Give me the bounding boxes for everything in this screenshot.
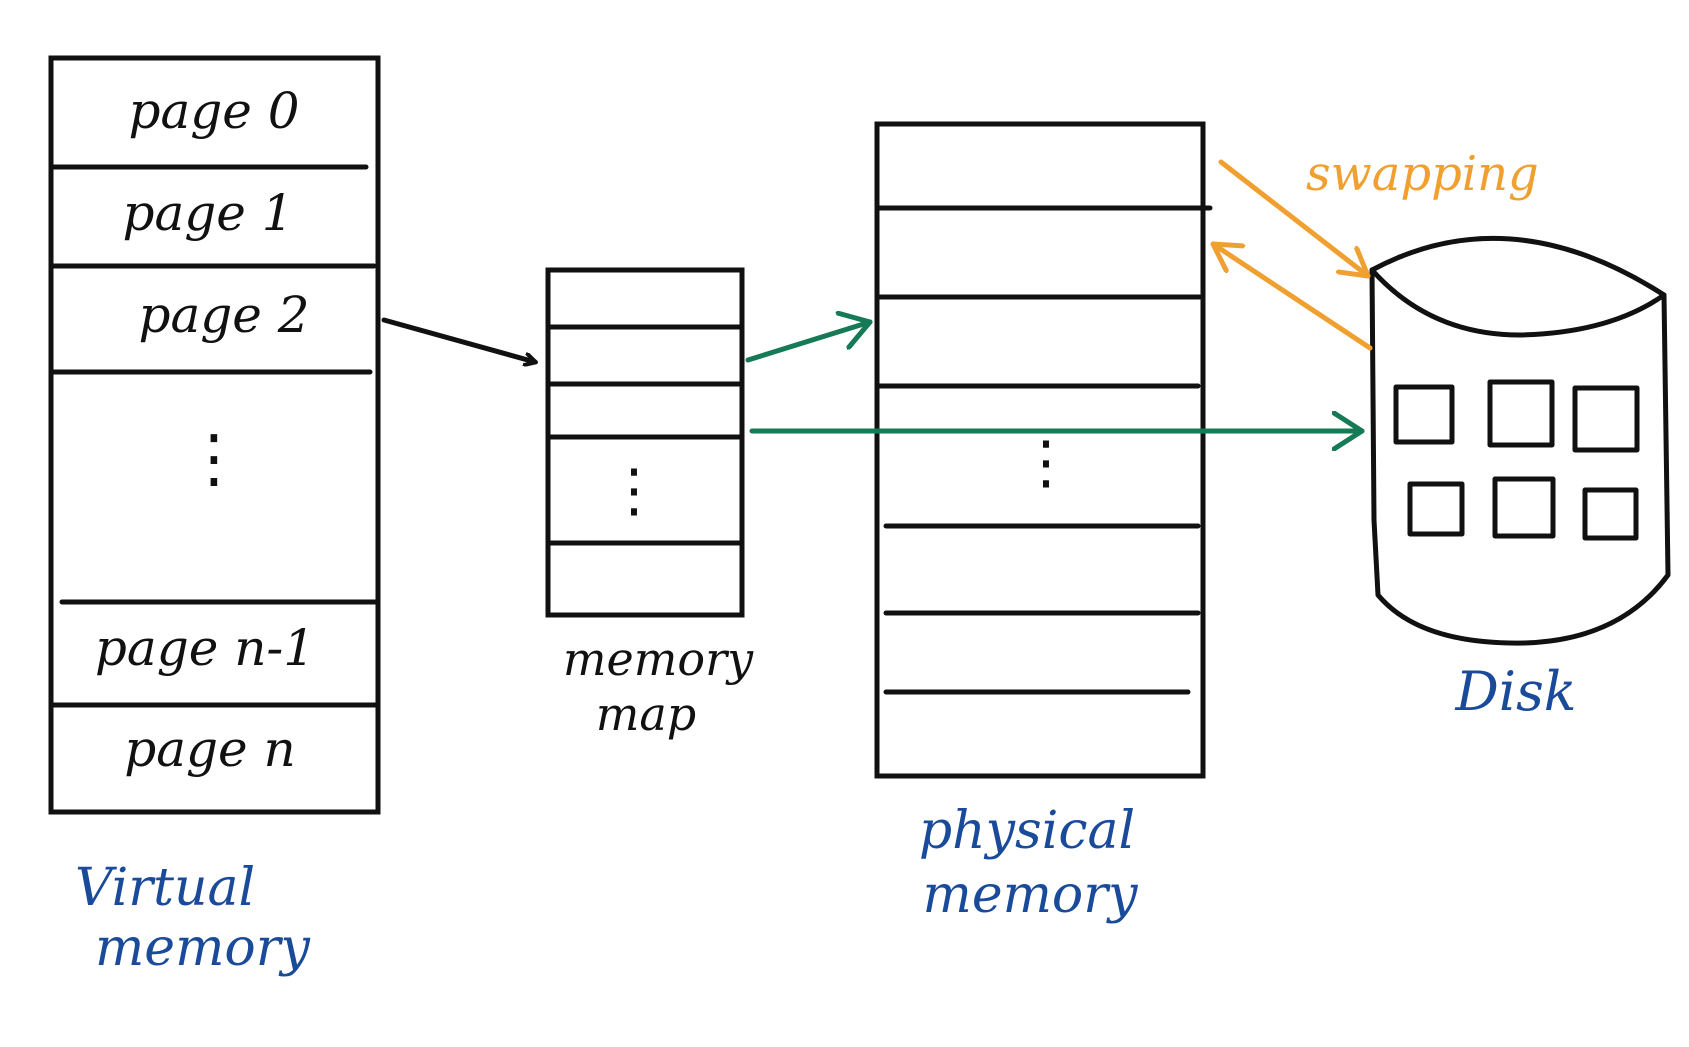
- virtual-memory-block: [48, 55, 381, 815]
- physical-memory-label-line2: memory: [923, 865, 1139, 925]
- virtual-memory-label-line1: Virtual: [75, 858, 255, 918]
- virtual-page-label: page 0: [128, 82, 299, 140]
- swapping-label: swapping: [1306, 146, 1539, 202]
- disk-block-icon: [1582, 487, 1639, 541]
- disk-top-curve: [1369, 267, 1667, 338]
- disk-cylinder: [1369, 235, 1671, 646]
- swap-in-arrow: [1210, 244, 1373, 351]
- virtual-page-label: page 1: [122, 184, 293, 242]
- disk-label: Disk: [1455, 660, 1577, 723]
- virtual-page-label: page n-1: [95, 619, 315, 677]
- virtual-page-label: page 2: [138, 286, 309, 344]
- physical-memory-block: [874, 121, 1213, 779]
- memory-map-label-line1: memory: [563, 632, 754, 686]
- virtual-page-label: page n: [124, 720, 296, 778]
- memory-map-block: [545, 267, 745, 618]
- disk-block-icon: [1487, 379, 1555, 448]
- physical-memory-ellipsis: ⋮: [1017, 428, 1075, 496]
- physical-memory-outline: [874, 121, 1206, 779]
- virtual-memory-outline: [48, 55, 381, 815]
- virtual-ellipsis: ⋮: [182, 422, 246, 496]
- swap-out-arrow: [1218, 159, 1371, 279]
- disk-block-icon: [1492, 476, 1556, 539]
- memory-map-outline: [545, 267, 745, 618]
- disk-block-icon: [1572, 385, 1640, 453]
- memory-map-label-line2: map: [596, 687, 697, 741]
- virtual-memory-label-line2: memory: [95, 918, 311, 978]
- disk-block-icon: [1393, 384, 1455, 445]
- memory-map-ellipsis: ⋮: [605, 456, 663, 524]
- disk-body: [1369, 235, 1671, 646]
- map-to-physical-arrow: [745, 322, 873, 363]
- physical-memory-label-line1: physical: [919, 801, 1135, 861]
- disk-block-icon: [1407, 481, 1465, 537]
- page-to-map-arrow: [381, 317, 535, 362]
